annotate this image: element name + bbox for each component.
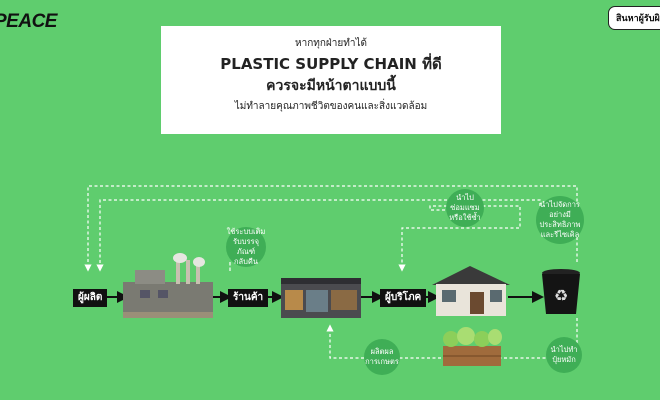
- house-image: [432, 266, 510, 316]
- stage-producer: ผู้ผลิต: [73, 289, 108, 307]
- bubble-compost: นำไปทำ ปุ๋ยหมัก: [546, 337, 582, 373]
- stage-consumer: ผู้บริโภค: [380, 289, 427, 307]
- title-line-1: หากทุกฝ่ายทำได้: [295, 38, 367, 49]
- bubble-manage-recycle: นำไปจัดการ อย่างมี ประสิทธิภาพ และรีไซเค…: [536, 196, 584, 244]
- greenpeace-logo[interactable]: PEACE: [0, 11, 57, 32]
- find-responsible-button[interactable]: สินหาผู้รับผิด: [608, 6, 660, 30]
- loop-repair: [398, 205, 521, 272]
- title-line-4: ไม่ทำลายคุณภาพชีวิตของคนและสิ่งแวดล้อม: [234, 101, 428, 112]
- bubble-deposit-return: ใช้ระบบเติม รับบรรจุภัณฑ์ กลับคืน: [226, 227, 266, 267]
- title-line-2: PLASTIC SUPPLY CHAIN ที่ดี: [220, 55, 442, 73]
- loop-outer: [84, 185, 578, 272]
- stage-store: ร้านค้า: [228, 289, 269, 307]
- bubble-agricultural-produce: ผลิตผล การเกษตร: [364, 339, 400, 375]
- title-line-3: ควรจะมีหน้าตาแบบนี้: [266, 78, 396, 94]
- bubble-repair-reuse: นำไป ซ่อมแซม หรือใช้ซ้ำ: [446, 189, 484, 227]
- store-image: [281, 278, 361, 318]
- factory-image: [123, 253, 213, 318]
- vegetable-crate-image: [443, 327, 502, 366]
- svg-text:♻: ♻: [554, 286, 568, 305]
- recycle-bin-icon: ♻: [542, 269, 580, 314]
- title-card: หากทุกฝ่ายทำได้ PLASTIC SUPPLY CHAIN ที่…: [161, 26, 501, 134]
